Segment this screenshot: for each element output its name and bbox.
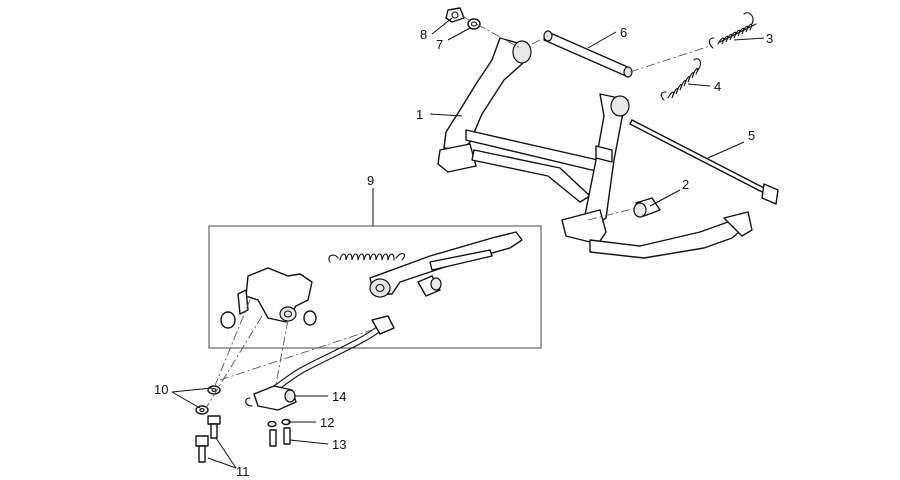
assembly-axis-spring: [629, 45, 711, 73]
side-stand-leg[interactable]: [369, 231, 523, 298]
side-stand-bracket[interactable]: [237, 267, 313, 323]
part-label-14: 14: [332, 389, 346, 404]
part-label-10: 10: [154, 382, 168, 397]
part-label-8: 8: [420, 27, 427, 42]
screw-washer-12[interactable]: [267, 418, 291, 428]
assembly-axis-pin: [531, 35, 549, 45]
part-label-9: 9: [367, 173, 374, 188]
side-stand-switch[interactable]: [245, 385, 297, 411]
assembly-axis-cable: [219, 329, 373, 381]
assembly-axis-bushing: [587, 207, 637, 221]
part-label-3: 3: [766, 31, 773, 46]
long-bolt[interactable]: [629, 119, 779, 205]
washer-top[interactable]: [467, 18, 481, 30]
pivot-pin[interactable]: [543, 30, 633, 78]
leader-lines: [171, 17, 765, 469]
washer-10-upper[interactable]: [207, 385, 221, 395]
bushing[interactable]: [633, 197, 661, 218]
part-label-1: 1: [416, 107, 423, 122]
nut-top[interactable]: [445, 7, 465, 23]
part-label-2: 2: [682, 177, 689, 192]
bolt-11-right[interactable]: [207, 415, 221, 439]
assembly-axis-top: [461, 15, 521, 49]
assembly-axis-switch: [275, 319, 289, 385]
assembly-axis-bracket-bolt-2: [205, 315, 263, 409]
part-label-6: 6: [620, 25, 627, 40]
assembly-axis-bracket-bolt: [213, 299, 251, 389]
side-stand-kit-frame: [208, 225, 542, 349]
spring-upper[interactable]: [708, 12, 757, 49]
side-stand-stop-pin[interactable]: [417, 275, 442, 297]
screw-13[interactable]: [269, 427, 291, 447]
side-stand-spring[interactable]: [328, 252, 405, 263]
part-label-4: 4: [714, 79, 721, 94]
part-label-13: 13: [332, 437, 346, 452]
center-stand-frame[interactable]: [437, 37, 753, 259]
o-ring-left[interactable]: [220, 311, 236, 329]
bolt-11-left[interactable]: [195, 435, 209, 463]
part-label-11: 11: [236, 464, 250, 479]
part-label-12: 12: [320, 415, 334, 430]
o-ring-right[interactable]: [303, 310, 317, 326]
part-label-7: 7: [436, 37, 443, 52]
side-stand-switch-cable[interactable]: [273, 315, 395, 391]
spring-lower[interactable]: [660, 58, 702, 101]
part-label-5: 5: [748, 128, 755, 143]
